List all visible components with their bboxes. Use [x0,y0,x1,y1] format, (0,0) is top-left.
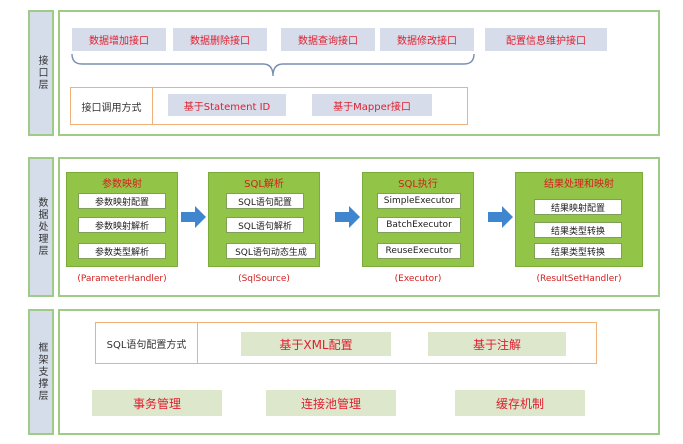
module-handler: (ParameterHandler) [77,274,167,284]
framework-layer-label: 框架支撑层 [28,309,54,435]
flow-arrow-icon [181,206,206,228]
api-update: 数据修改接口 [380,28,474,51]
api-insert: 数据增加接口 [72,28,166,51]
module-item: SimpleExecutor [377,193,461,209]
module-item: 参数类型解析 [78,243,166,259]
module-item: 结果映射配置 [534,199,622,215]
module-title: 参数映射 [102,179,142,190]
module-item: 结果类型转换 [534,243,622,259]
module-title: SQL解析 [244,179,284,190]
module-item: 参数映射配置 [78,193,166,209]
call-option-mapper: 基于Mapper接口 [312,94,432,116]
module-item: 结果类型转换 [534,222,622,238]
module-handler: (ResultSetHandler) [536,274,622,284]
call-method-title: 接口调用方式 [71,88,153,124]
feature-connection-pool: 连接池管理 [266,390,396,416]
sql-config-annotation: 基于注解 [428,332,566,356]
grouping-brace [71,53,475,77]
sql-config-title: SQL语句配置方式 [96,323,198,363]
api-delete: 数据删除接口 [173,28,267,51]
call-option-statement-id: 基于Statement ID [168,94,286,116]
module-item: SQL语句动态生成 [226,243,316,259]
module-item: SQL语句解析 [226,217,304,233]
module-title: 结果处理和映射 [544,179,614,190]
api-config-maintain: 配置信息维护接口 [485,28,607,51]
interface-layer-label: 接口层 [28,10,54,136]
module-handler: (Executor) [394,274,442,284]
feature-transaction: 事务管理 [92,390,222,416]
flow-arrow-icon [488,206,513,228]
module-item: 参数映射解析 [78,217,166,233]
module-title: SQL执行 [398,179,438,190]
processing-layer-label: 数据处理层 [28,157,54,297]
module-item: SQL语句配置 [226,193,304,209]
module-item: ReuseExecutor [377,243,461,259]
flow-arrow-icon [335,206,360,228]
api-query: 数据查询接口 [281,28,375,51]
module-handler: (SqlSource) [238,274,290,284]
feature-cache: 缓存机制 [455,390,585,416]
module-item: BatchExecutor [377,217,461,233]
sql-config-xml: 基于XML配置 [241,332,391,356]
